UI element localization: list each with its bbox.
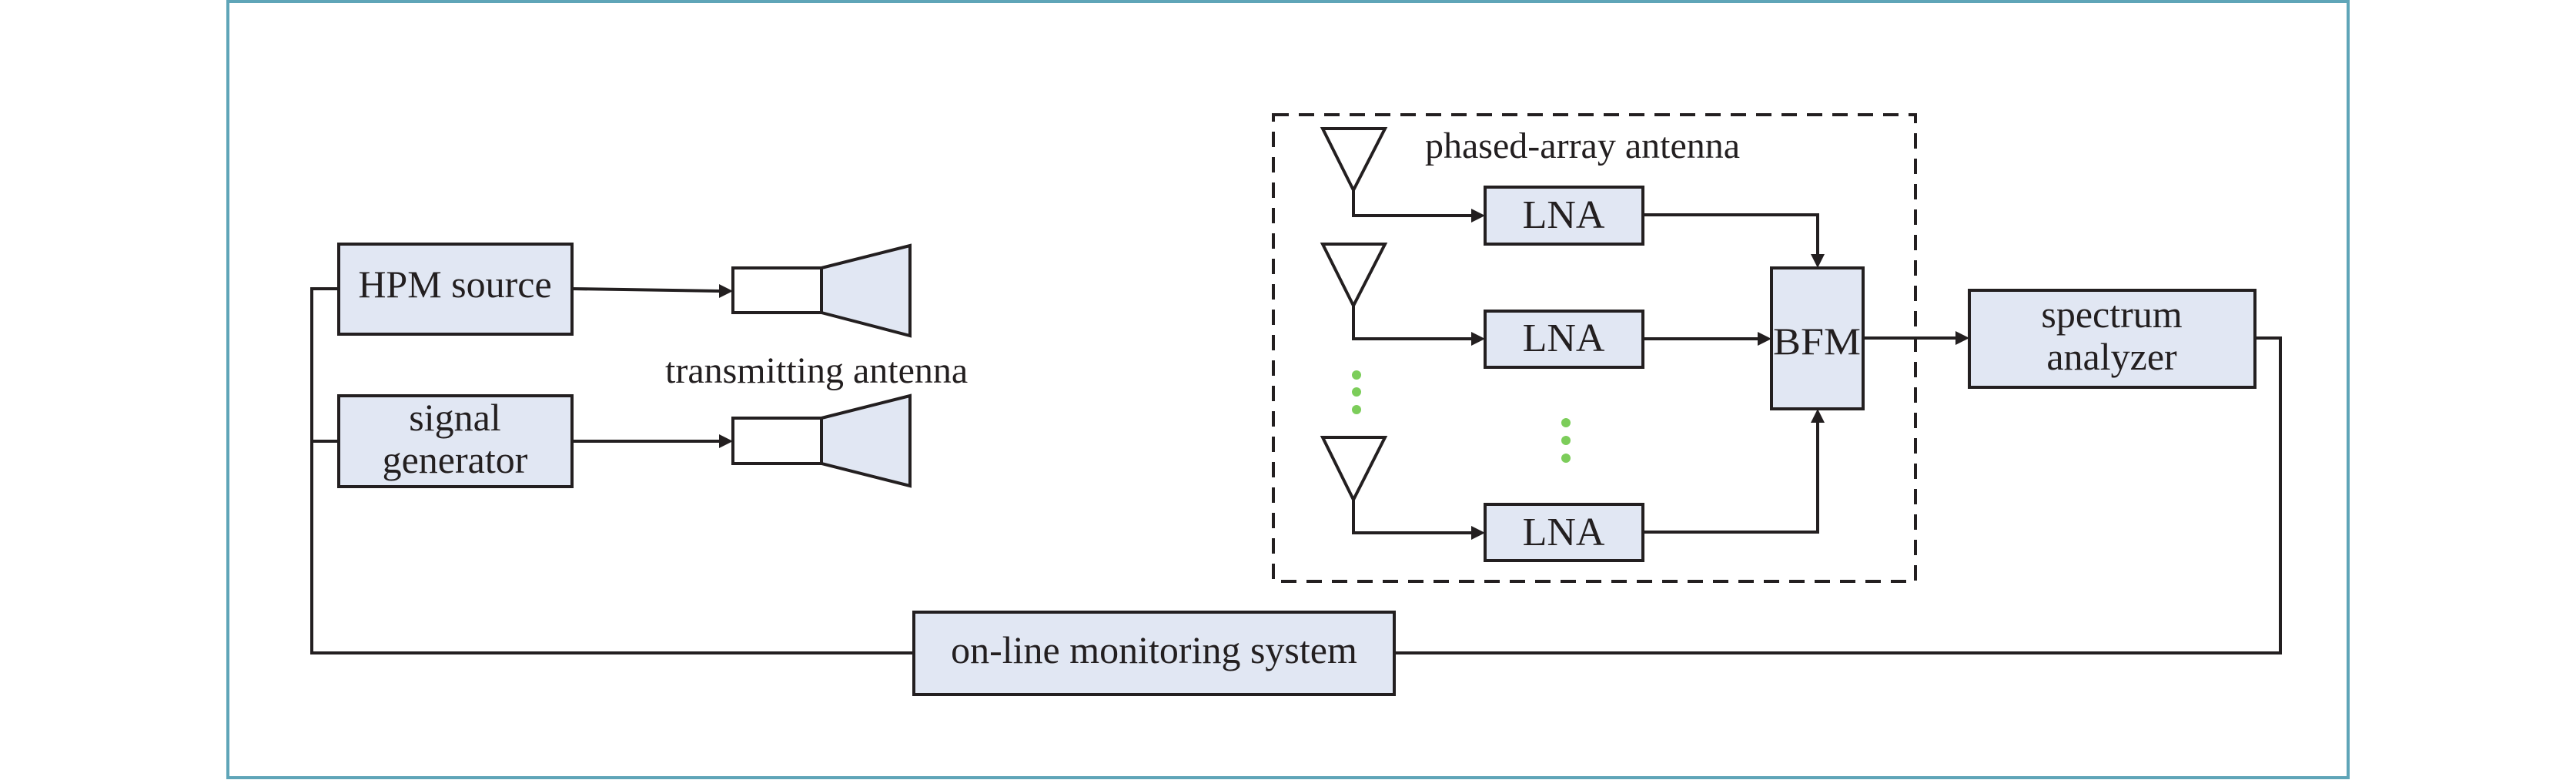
bfm-label: BFM — [1773, 320, 1861, 363]
arrowhead-icon — [1811, 409, 1825, 423]
monitoring-system-block[interactable]: on-line monitoring system — [912, 611, 1396, 696]
element2-to-lna2-wire — [1352, 306, 1472, 340]
arrowhead-icon — [1955, 331, 1969, 345]
array-element-antenna-icon — [1320, 127, 1388, 194]
elementN-to-lnaN-wire — [1352, 500, 1472, 534]
lna-block-3[interactable]: LNA — [1484, 503, 1644, 562]
spectrum-analyzer-block[interactable]: spectrum analyzer — [1968, 289, 2257, 389]
signal-generator-label-line2: generator — [383, 438, 528, 481]
signal-generator-label-line1: signal — [409, 396, 500, 439]
array-element-antenna-icon — [1320, 436, 1388, 504]
array-element-antenna-icon — [1320, 243, 1388, 310]
ellipsis-dot — [1561, 418, 1571, 427]
elements-ellipsis-icon — [1352, 370, 1361, 414]
arrowhead-icon — [1758, 332, 1771, 346]
arrowhead-icon — [1811, 254, 1825, 268]
arrowhead-icon — [1471, 332, 1485, 346]
element1-to-lna1-wire — [1352, 190, 1472, 217]
waveguide-icon — [731, 417, 823, 465]
transmitting-antenna-label: transmitting antenna — [665, 350, 968, 391]
hpm-to-horn1-wire — [571, 287, 721, 293]
phased-array-label: phased-array antenna — [1425, 126, 1740, 166]
lnaN-to-bfm-wire — [1643, 422, 1819, 534]
arrowhead-icon — [1471, 526, 1485, 540]
horn-antenna-icon — [820, 393, 912, 488]
lna-label: LNA — [1523, 316, 1605, 360]
monitor-to-sources-wire — [310, 287, 914, 654]
ellipsis-dot — [1561, 436, 1571, 445]
arrowhead-icon — [719, 284, 733, 298]
spectrum-analyzer-box[interactable] — [1968, 289, 2257, 389]
arrowhead-icon — [1471, 209, 1485, 223]
lna-block-1[interactable]: LNA — [1484, 186, 1644, 246]
ellipsis-dot — [1352, 370, 1361, 380]
arrowhead-icon — [719, 434, 733, 448]
lna-ellipsis-icon — [1561, 418, 1571, 463]
hpm-source-label: HPM source — [358, 263, 551, 306]
analyzer-to-monitor-wire — [1394, 336, 2282, 654]
bfm-block[interactable]: BFM — [1770, 266, 1865, 410]
waveguide-icon — [731, 266, 823, 314]
signal-generator-block[interactable]: signal generator — [337, 394, 574, 488]
lna-block-2[interactable]: LNA — [1484, 310, 1644, 369]
hpm-source-box[interactable] — [337, 243, 574, 336]
lna-label: LNA — [1523, 511, 1605, 554]
hpm-source-block[interactable]: HPM source — [337, 243, 574, 336]
lna1-to-bfm-wire — [1643, 213, 1819, 255]
ellipsis-dot — [1352, 405, 1361, 414]
signal-generator-box[interactable] — [337, 394, 574, 488]
outer-frame — [226, 0, 2350, 779]
monitoring-system-label: on-line monitoring system — [951, 628, 1357, 671]
spectrum-analyzer-label-line1: spectrum — [2041, 293, 2182, 336]
phased-array-boundary — [1272, 113, 1917, 583]
lna-label: LNA — [1523, 193, 1605, 237]
transmitting-antenna-1 — [731, 243, 912, 338]
ellipsis-dot — [1561, 454, 1571, 463]
spectrum-analyzer-label-line2: analyzer — [2046, 335, 2177, 378]
ellipsis-dot — [1352, 387, 1361, 397]
transmitting-antenna-2 — [731, 393, 912, 488]
monitoring-system-box[interactable] — [912, 611, 1396, 696]
horn-antenna-icon — [820, 243, 912, 338]
bfm-box[interactable] — [1770, 266, 1865, 410]
